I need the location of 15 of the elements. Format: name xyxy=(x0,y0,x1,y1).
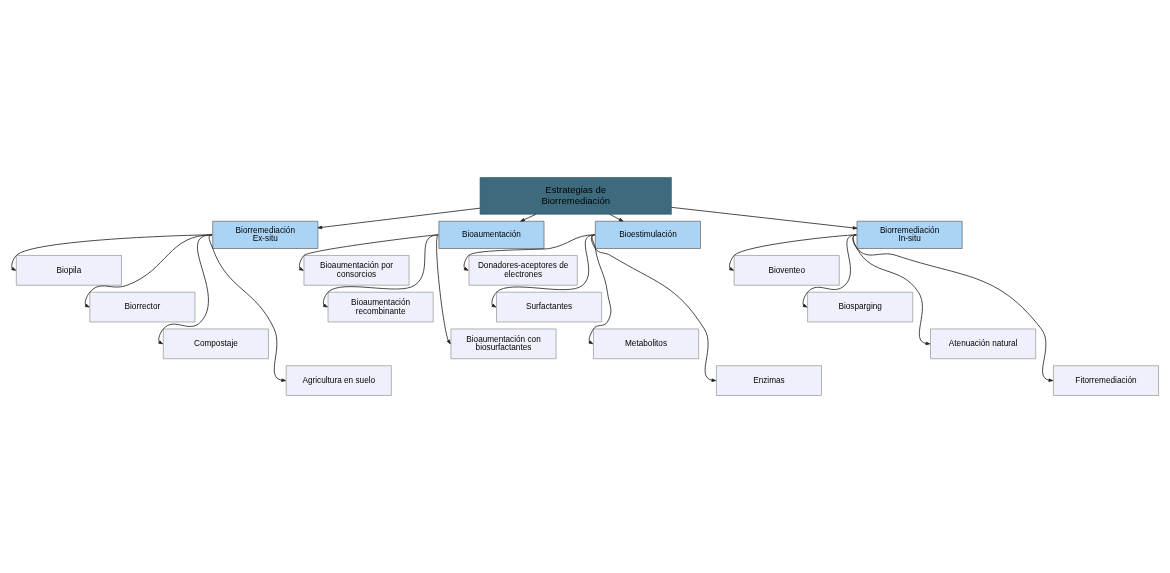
arrow xyxy=(609,213,624,222)
arrow xyxy=(671,206,858,230)
arrow xyxy=(729,234,857,271)
node-box: Estrategias de Biorremediación xyxy=(479,177,672,215)
arrow xyxy=(852,234,1054,382)
arrow xyxy=(317,207,481,230)
arrow xyxy=(436,234,451,345)
arrow xyxy=(588,234,612,345)
arrow xyxy=(323,234,439,308)
arrow xyxy=(802,234,857,308)
arrow xyxy=(158,234,213,345)
arrow xyxy=(208,234,286,382)
arrow xyxy=(520,213,537,222)
arrow xyxy=(491,234,596,308)
arrow xyxy=(590,234,717,382)
